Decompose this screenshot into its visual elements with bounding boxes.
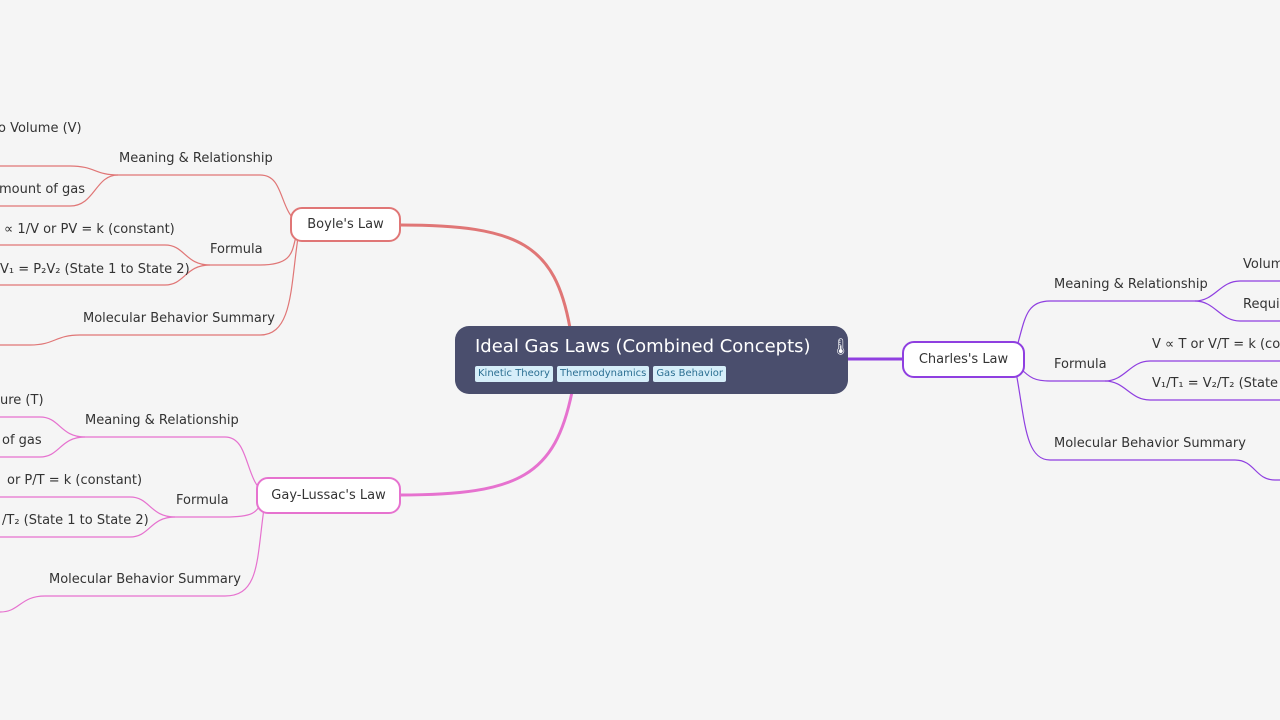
boyle-formula-item-1[interactable]: ∝ 1/V or PV = k (constant) bbox=[4, 222, 175, 237]
charles-law-node[interactable]: Charles's Law bbox=[902, 341, 1025, 378]
gay-lussac-formula-item-1[interactable]: or P/T = k (constant) bbox=[7, 473, 143, 488]
charles-law-label: Charles's Law bbox=[918, 352, 1009, 367]
boyle-meaning-label[interactable]: Meaning & Relationship bbox=[119, 151, 273, 166]
boyle-meaning-item-1[interactable]: o Volume (V) bbox=[0, 121, 82, 136]
charles-formula-label[interactable]: Formula bbox=[1054, 357, 1107, 372]
charles-meaning-item-2[interactable]: Requir bbox=[1243, 297, 1280, 312]
gay-lussac-molecular-label[interactable]: Molecular Behavior Summary bbox=[49, 572, 241, 587]
boyle-molecular-label[interactable]: Molecular Behavior Summary bbox=[83, 311, 275, 326]
charles-formula-item-2[interactable]: V₁/T₁ = V₂/T₂ (State 1 t bbox=[1152, 376, 1280, 391]
gay-lussac-formula-item-2[interactable]: /T₂ (State 1 to State 2) bbox=[2, 513, 149, 528]
charles-molecular-label[interactable]: Molecular Behavior Summary bbox=[1054, 436, 1246, 451]
tag-kinetic-theory[interactable]: Kinetic Theory bbox=[475, 366, 553, 382]
tag-gas-behavior[interactable]: Gas Behavior bbox=[653, 366, 726, 382]
root-title: Ideal Gas Laws (Combined Concepts) bbox=[475, 336, 811, 357]
gay-lussac-formula-label[interactable]: Formula bbox=[176, 493, 229, 508]
boyle-formula-item-2[interactable]: V₁ = P₂V₂ (State 1 to State 2) bbox=[0, 262, 190, 277]
gay-lussacs-law-node[interactable]: Gay-Lussac's Law bbox=[256, 477, 401, 514]
boyle-formula-label[interactable]: Formula bbox=[210, 242, 263, 257]
charles-formula-item-1[interactable]: V ∝ T or V/T = k (cons bbox=[1152, 337, 1280, 352]
charles-meaning-item-1[interactable]: Volum bbox=[1243, 257, 1280, 272]
gay-lussacs-law-label: Gay-Lussac's Law bbox=[271, 488, 386, 503]
tag-list: Kinetic Theory Thermodynamics Gas Behavi… bbox=[475, 366, 828, 382]
charles-meaning-label[interactable]: Meaning & Relationship bbox=[1054, 277, 1208, 292]
boyles-law-label: Boyle's Law bbox=[307, 217, 384, 232]
gay-lussac-meaning-label[interactable]: Meaning & Relationship bbox=[85, 413, 239, 428]
thermometer-icon: 🌡 bbox=[830, 337, 851, 356]
gay-lussac-meaning-item-1[interactable]: ure (T) bbox=[0, 393, 44, 408]
boyles-law-node[interactable]: Boyle's Law bbox=[290, 207, 401, 242]
gay-lussac-meaning-item-2[interactable]: of gas bbox=[2, 433, 42, 448]
boyle-meaning-item-2[interactable]: mount of gas bbox=[0, 182, 85, 197]
root-title-row: Ideal Gas Laws (Combined Concepts) 🌡 bbox=[475, 335, 851, 359]
tag-thermodynamics[interactable]: Thermodynamics bbox=[556, 366, 650, 382]
root-topic-node[interactable]: Ideal Gas Laws (Combined Concepts) 🌡 Kin… bbox=[455, 326, 851, 394]
